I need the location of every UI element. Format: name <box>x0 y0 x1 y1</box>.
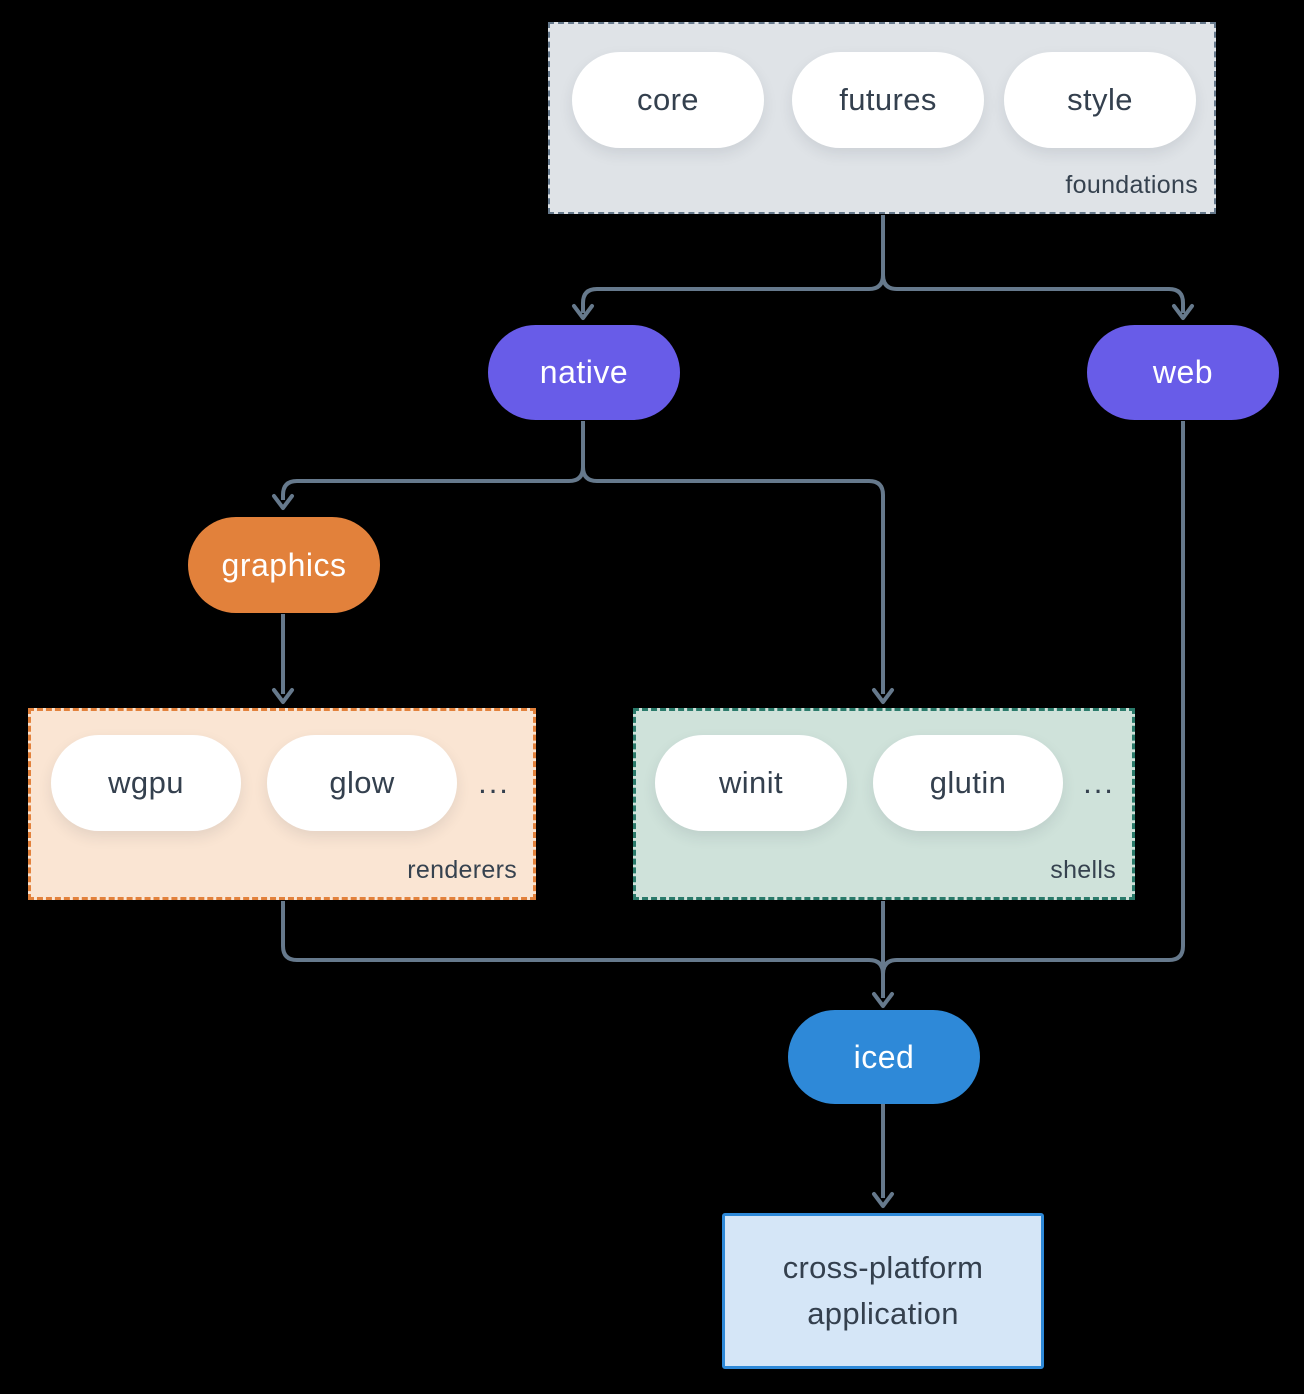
foundations-group: core futures style foundations <box>548 22 1216 214</box>
shells-ellipsis: ... <box>1083 765 1115 800</box>
arrowhead-iced <box>872 992 894 1008</box>
node-graphics: graphics <box>188 517 380 613</box>
application-label: cross-platform application <box>782 1249 984 1332</box>
shells-label: shells <box>1050 856 1116 884</box>
pill-futures: futures <box>792 52 984 148</box>
arrowhead-native <box>572 304 594 320</box>
node-iced: iced <box>788 1010 980 1104</box>
node-native: native <box>488 325 680 420</box>
arrowhead-application <box>872 1192 894 1208</box>
pill-style: style <box>1004 52 1196 148</box>
arrowhead-web <box>1172 304 1194 320</box>
application-box: cross-platform application <box>722 1213 1044 1369</box>
pill-glow: glow <box>267 735 457 831</box>
pill-winit: winit <box>655 735 847 831</box>
pill-core: core <box>572 52 764 148</box>
foundations-label: foundations <box>1065 171 1198 199</box>
arrowhead-shells <box>872 688 894 704</box>
node-web: web <box>1087 325 1279 420</box>
connector-foundations-fork <box>581 215 1185 313</box>
renderers-ellipsis: ... <box>478 765 510 800</box>
shells-group: winit glutin ... shells <box>633 708 1135 900</box>
renderers-group: wgpu glow ... renderers <box>28 708 536 900</box>
arrowhead-renderers <box>272 688 294 704</box>
pill-wgpu: wgpu <box>51 735 241 831</box>
arrowhead-graphics <box>272 494 294 510</box>
renderers-label: renderers <box>407 856 517 884</box>
pill-glutin: glutin <box>873 735 1063 831</box>
